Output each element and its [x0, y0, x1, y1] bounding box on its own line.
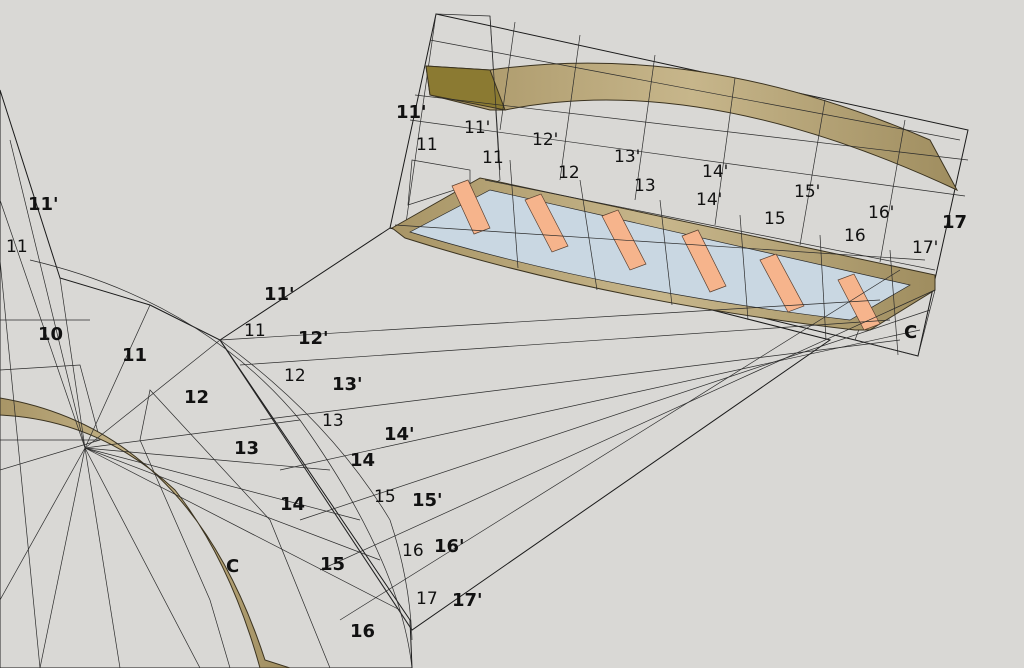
label-left-12: 12 — [184, 387, 209, 408]
label-top-16: 16 — [844, 226, 866, 246]
label-top-c: C — [904, 322, 917, 343]
step-block-4 — [681, 229, 727, 293]
label-left-13: 13 — [234, 438, 259, 459]
label-left-10: 10 — [38, 324, 63, 345]
middle-labels: 11' 11 12' 12 13' 13 14' 14 15 15' 16 16… — [244, 284, 483, 611]
top-labels: 11' 11 11' 11 12' 12 13' 13 14' 14' 15' … — [396, 102, 967, 343]
label-mid-13: 13 — [322, 411, 344, 431]
left-curved-stringer — [0, 397, 291, 668]
label-mid-13p: 13' — [332, 374, 363, 395]
label-mid-12p: 12' — [298, 328, 329, 349]
construction-lines — [0, 15, 969, 668]
label-left-11p: 11' — [28, 194, 59, 215]
label-top-11p-a: 11' — [396, 102, 427, 123]
orange-step-blocks — [451, 179, 881, 331]
label-top-14p-b: 14' — [696, 190, 722, 210]
label-top-12p: 12' — [532, 130, 558, 150]
label-top-13p: 13' — [614, 147, 640, 167]
label-top-11p-b: 11' — [464, 118, 490, 138]
label-top-15: 15 — [764, 209, 786, 229]
step-block-1 — [451, 179, 491, 235]
step-block-5 — [759, 253, 805, 313]
label-left-14: 14 — [280, 494, 305, 515]
label-mid-17: 17 — [416, 589, 438, 609]
label-top-12: 12 — [558, 163, 580, 183]
label-left-15: 15 — [320, 554, 345, 575]
upper-arc-wood — [425, 62, 959, 192]
label-left-11b: 11 — [122, 345, 147, 366]
label-top-11-a: 11 — [416, 135, 438, 155]
label-mid-16p: 16' — [434, 536, 465, 557]
label-left-11: 11 — [6, 237, 28, 257]
label-mid-15p: 15' — [412, 490, 443, 511]
left-labels: 11' 11 10 11 12 13 14 15 16 C — [6, 194, 375, 642]
label-top-13: 13 — [634, 176, 656, 196]
label-top-17p: 17' — [912, 238, 938, 258]
label-top-15p: 15' — [794, 182, 820, 202]
label-mid-14: 14 — [350, 450, 375, 471]
label-left-16: 16 — [350, 621, 375, 642]
label-left-c: C — [226, 556, 239, 577]
label-mid-17p: 17' — [452, 590, 483, 611]
step-block-6 — [837, 273, 881, 331]
label-top-11-b: 11 — [482, 148, 504, 168]
label-mid-11: 11 — [244, 321, 266, 341]
label-mid-11p: 11' — [264, 284, 295, 305]
label-mid-15: 15 — [374, 487, 396, 507]
label-top-14p-a: 14' — [702, 162, 728, 182]
label-mid-12: 12 — [284, 366, 306, 386]
label-top-17: 17 — [942, 212, 967, 233]
label-mid-16: 16 — [402, 541, 424, 561]
label-top-16p: 16' — [868, 203, 894, 223]
label-mid-14p: 14' — [384, 424, 415, 445]
